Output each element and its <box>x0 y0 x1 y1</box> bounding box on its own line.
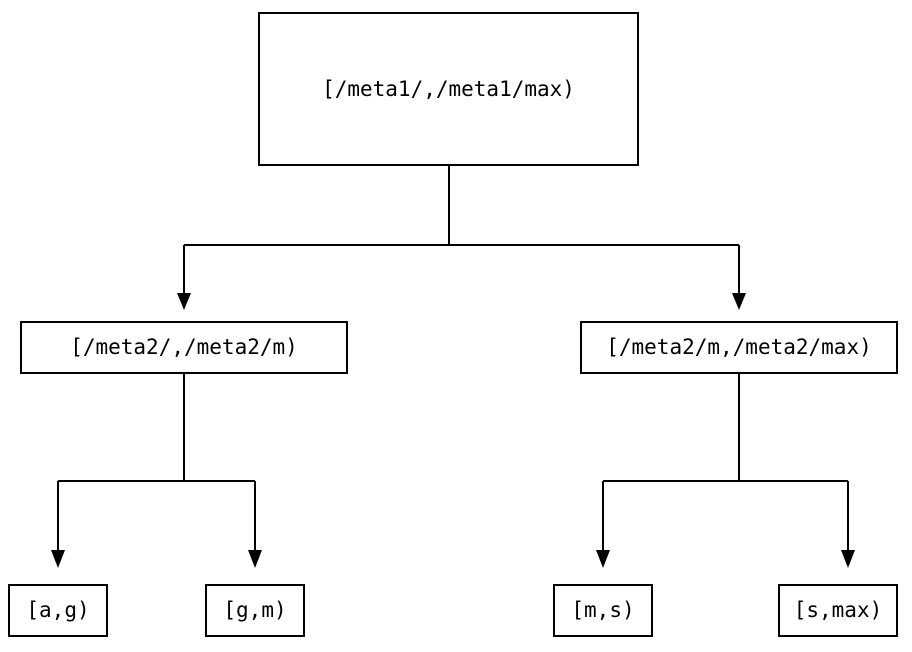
edge-root-to-mid-group <box>177 166 746 310</box>
arrowhead-root-to-mid-right <box>732 293 746 310</box>
tree-node-mid-left[interactable]: [/meta2/,/meta2/m) <box>20 321 348 374</box>
arrowhead-root-to-mid-left <box>177 293 191 310</box>
edge-mid-right-to-leaves-group <box>596 374 855 568</box>
tree-node-leaf-3-label: [s,max) <box>793 598 883 622</box>
tree-node-root-label: [/meta1/,/meta1/max) <box>322 76 575 101</box>
tree-node-leaf-0[interactable]: [a,g) <box>8 584 108 637</box>
tree-node-mid-right[interactable]: [/meta2/m,/meta2/max) <box>580 321 898 374</box>
edge-mid-left-to-leaves-group <box>51 374 262 568</box>
arrowhead-mid-left-to-leaf-1 <box>248 550 262 568</box>
arrowhead-mid-right-to-leaf-2 <box>596 550 610 568</box>
tree-node-leaf-0-label: [a,g) <box>26 598 90 622</box>
tree-node-leaf-2-label: [m,s) <box>571 598 635 622</box>
arrowhead-mid-left-to-leaf-0 <box>51 550 65 568</box>
tree-node-leaf-1[interactable]: [g,m) <box>205 584 305 637</box>
tree-node-mid-right-label: [/meta2/m,/meta2/max) <box>606 335 872 359</box>
arrowhead-mid-right-to-leaf-3 <box>841 550 855 568</box>
tree-node-mid-left-label: [/meta2/,/meta2/m) <box>70 335 298 359</box>
tree-node-leaf-1-label: [g,m) <box>223 598 287 622</box>
tree-node-leaf-2[interactable]: [m,s) <box>553 584 653 637</box>
tree-node-root[interactable]: [/meta1/,/meta1/max) <box>258 12 639 166</box>
tree-node-leaf-3[interactable]: [s,max) <box>778 584 898 637</box>
